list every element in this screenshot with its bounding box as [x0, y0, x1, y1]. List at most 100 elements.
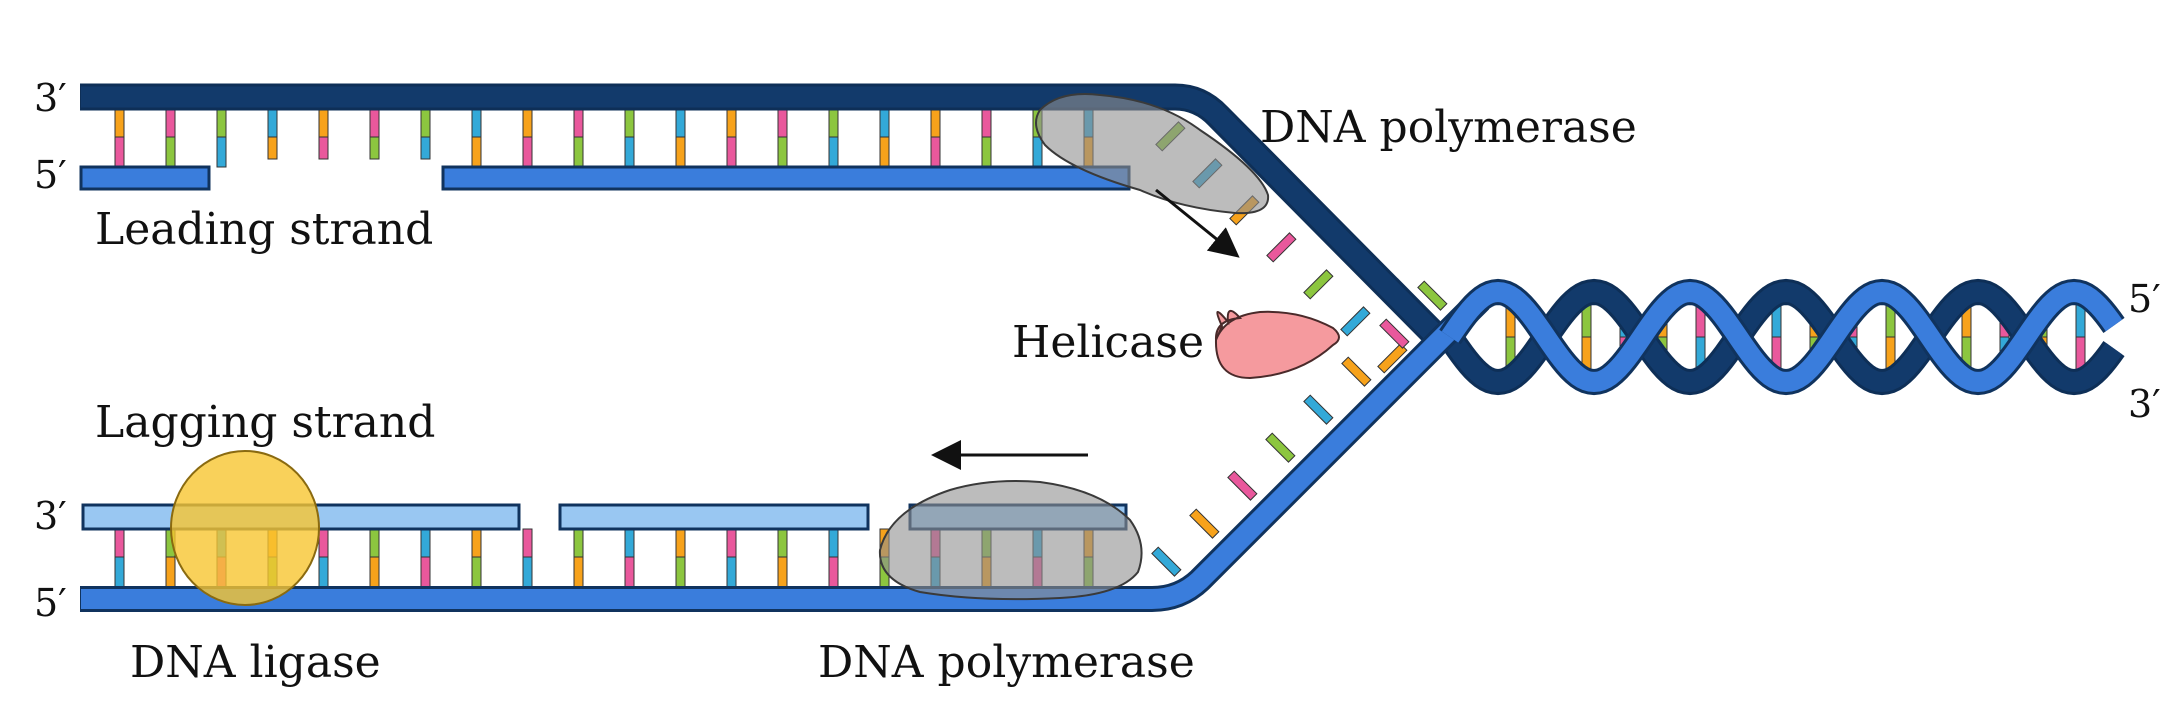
unpaired-base-upper — [1266, 232, 1297, 263]
base-pair-top-lower — [777, 136, 788, 168]
base-pair-top-upper — [930, 109, 941, 138]
dna-polymerase-top-enzyme — [1035, 93, 1270, 215]
base-pair-top-lower — [573, 136, 584, 168]
base-pair-top-upper — [624, 109, 635, 138]
base-pair-bottom-upper — [624, 528, 635, 558]
unpaired-base-lower — [1379, 318, 1410, 349]
base-pair-bottom-upper — [318, 528, 329, 558]
base-pair-bottom-upper — [675, 528, 686, 558]
base-pair-top-lower — [471, 136, 482, 168]
unpaired-bases-lower — [1151, 280, 1448, 577]
unpaired-base-lower — [1341, 356, 1372, 387]
label-dna-polymerase-top: DNA polymerase — [1260, 102, 1637, 153]
dna-polymerase-bottom-enzyme — [878, 480, 1143, 601]
base-pair-top-lower — [675, 136, 686, 168]
dna-ligase-enzyme — [170, 450, 320, 606]
unpaired-base-lower — [1265, 432, 1296, 463]
base-pair-bottom-upper — [114, 528, 125, 558]
unpaired-base-lower — [1417, 280, 1448, 311]
base-pair-bottom-lower — [114, 556, 125, 588]
base-pair-bottom-lower — [369, 556, 380, 588]
base-pair-top-lower — [369, 136, 380, 160]
base-pair-bottom-lower — [777, 556, 788, 588]
base-pair-top-lower — [318, 136, 329, 160]
base-pair-top-upper — [369, 109, 380, 138]
base-pair-top-upper — [165, 109, 176, 138]
base-pair-top-upper — [777, 109, 788, 138]
base-pair-top-upper — [573, 109, 584, 138]
base-pair-bottom-lower — [471, 556, 482, 588]
base-pair-top-upper — [318, 109, 329, 138]
base-pair-top-lower — [267, 136, 278, 160]
base-pair-top-lower — [981, 136, 992, 168]
base-pair-top-lower — [522, 136, 533, 168]
base-pair-top-lower — [1032, 136, 1043, 168]
base-pair-bottom-lower — [828, 556, 839, 588]
helix-strand-dark-fill — [1441, 281, 2123, 393]
end-bottom-left-3prime: 3′ — [34, 494, 67, 538]
leading-strand-base-pairs — [114, 109, 1094, 168]
unpaired-base-lower — [1151, 546, 1182, 577]
base-pair-top-lower — [624, 136, 635, 168]
base-pair-top-upper — [522, 109, 533, 138]
base-pair-top-upper — [675, 109, 686, 138]
label-dna-polymerase-bottom: DNA polymerase — [818, 637, 1195, 688]
base-pair-top-upper — [114, 109, 125, 138]
helicase-enzyme — [1214, 310, 1340, 380]
parent-strand-bottom-fill — [81, 292, 1488, 609]
base-pair-top-lower — [930, 136, 941, 168]
unpaired-base-upper — [1340, 306, 1371, 337]
leading-strand-new — [441, 165, 1131, 191]
leading-direction-arrow — [1155, 188, 1240, 258]
base-pair-bottom-lower — [675, 556, 686, 588]
base-pair-top-lower — [216, 136, 227, 168]
base-pair-top-upper — [267, 109, 278, 138]
base-pair-bottom-upper — [522, 528, 533, 558]
base-pair-bottom-upper — [369, 528, 380, 558]
end-bottom-left-5prime: 5′ — [34, 581, 67, 625]
okazaki-fragment-2 — [558, 503, 870, 531]
base-pair-top-lower — [420, 136, 431, 160]
base-pair-bottom-upper — [471, 528, 482, 558]
end-top-left-3prime: 3′ — [34, 76, 67, 120]
base-pair-bottom-upper — [726, 528, 737, 558]
label-lagging-strand: Lagging strand — [95, 397, 435, 448]
base-pair-top-upper — [471, 109, 482, 138]
base-pair-top-lower — [879, 136, 890, 168]
unpaired-base-upper — [1303, 269, 1334, 300]
base-pair-bottom-lower — [573, 556, 584, 588]
unpaired-base-lower — [1227, 470, 1258, 501]
base-pair-bottom-lower — [420, 556, 431, 588]
parent-strand-top-fill — [81, 86, 1448, 348]
base-pair-top-upper — [828, 109, 839, 138]
base-pair-top-upper — [420, 109, 431, 138]
base-pair-bottom-upper — [828, 528, 839, 558]
base-pair-bottom-upper — [420, 528, 431, 558]
end-right-3prime: 3′ — [2128, 382, 2161, 426]
base-pair-bottom-lower — [165, 556, 176, 588]
base-pair-top-upper — [726, 109, 737, 138]
end-right-5prime: 5′ — [2128, 277, 2161, 321]
base-pair-top-lower — [114, 136, 125, 168]
base-pair-top-upper — [879, 109, 890, 138]
base-pair-top-lower — [165, 136, 176, 168]
base-pair-bottom-lower — [318, 556, 329, 588]
unpaired-base-lower — [1303, 394, 1334, 425]
label-helicase: Helicase — [1012, 317, 1204, 368]
base-pair-top-lower — [726, 136, 737, 168]
base-pair-bottom-lower — [624, 556, 635, 588]
unpaired-base-lower — [1189, 508, 1220, 539]
base-pair-bottom-lower — [522, 556, 533, 588]
end-top-left-5prime: 5′ — [34, 153, 67, 197]
base-pair-bottom-upper — [573, 528, 584, 558]
leading-strand-primer — [79, 165, 211, 191]
helix-strand-blue-fill — [1441, 281, 2123, 393]
label-leading-strand: Leading strand — [95, 204, 433, 255]
base-pair-top-lower — [828, 136, 839, 168]
base-pair-bottom-upper — [777, 528, 788, 558]
base-pair-bottom-lower — [726, 556, 737, 588]
base-pair-top-upper — [981, 109, 992, 138]
label-dna-ligase: DNA ligase — [130, 637, 381, 688]
base-pair-top-upper — [216, 109, 227, 138]
